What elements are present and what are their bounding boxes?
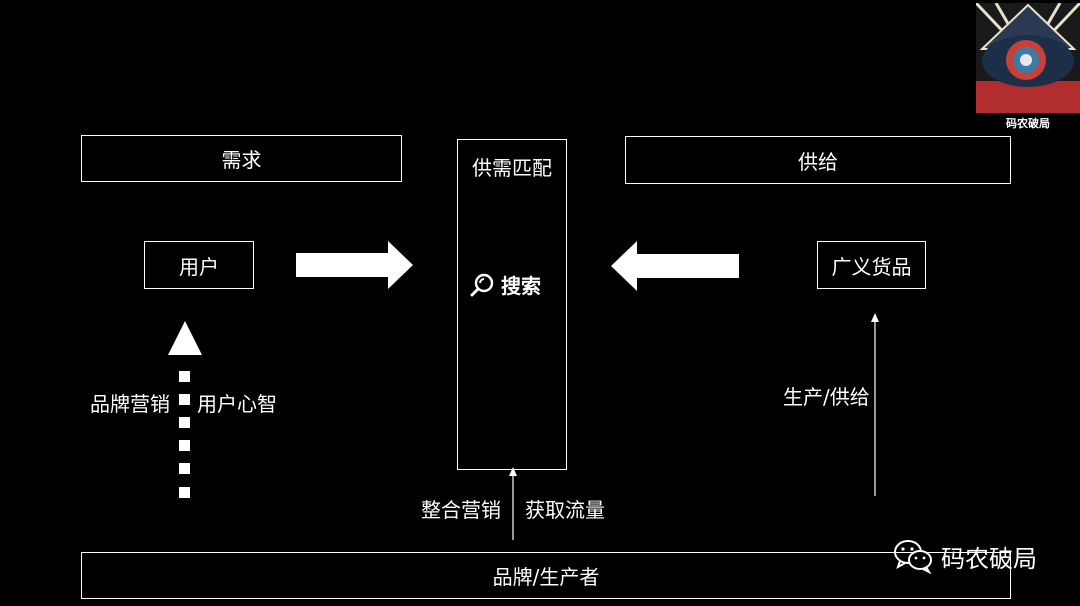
goods-label: 广义货品: [831, 254, 912, 279]
thin-up-arrow-match: [509, 467, 517, 540]
eye-logo: 码农破局: [974, 1, 1080, 130]
supply-box: 供给: [625, 136, 1011, 184]
dashed-up-arrow: [168, 321, 202, 498]
search-icon: [470, 273, 494, 296]
acquire-traffic-label: 获取流量: [525, 498, 605, 522]
user-label: 用户: [179, 254, 219, 279]
search-label: 搜索: [501, 274, 541, 298]
production-supply-label: 生产/供给: [783, 385, 870, 409]
brand-producer-box: 品牌/生产者: [81, 552, 1011, 599]
match-box: 供需匹配 搜索: [457, 139, 567, 470]
user-mind-label: 用户心智: [197, 392, 277, 416]
wechat-watermark: 码农破局: [893, 538, 1037, 574]
user-box: 用户: [144, 241, 254, 289]
logo-caption: 码农破局: [1006, 117, 1050, 130]
demand-label: 需求: [221, 148, 262, 172]
integrated-marketing-label: 整合营销: [421, 498, 501, 522]
right-block-arrow: [296, 241, 413, 289]
search-row: 搜索: [469, 270, 541, 299]
brand-producer-label: 品牌/生产者: [492, 565, 600, 589]
goods-box: 广义货品: [817, 241, 926, 289]
left-block-arrow: [611, 241, 739, 291]
brand-marketing-label: 品牌营销: [90, 392, 170, 416]
wechat-account-label: 码农破局: [941, 544, 1037, 573]
supply-label: 供给: [798, 149, 838, 174]
demand-box: 需求: [81, 135, 402, 182]
eye-logo-art: [974, 1, 1080, 115]
match-label: 供需匹配: [472, 156, 552, 180]
thin-up-arrow-supply: [871, 313, 879, 496]
wechat-icon: [894, 540, 932, 574]
